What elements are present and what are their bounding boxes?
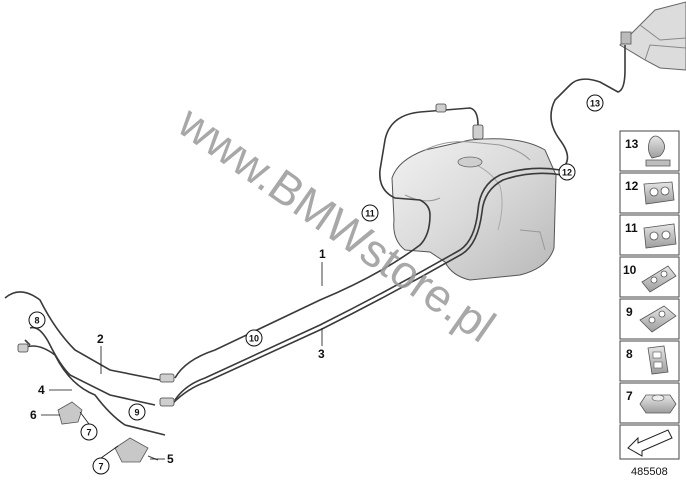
label-6: 6: [30, 408, 37, 422]
svg-text:12: 12: [562, 168, 572, 178]
label-2: 2: [97, 332, 104, 346]
callout-13: 13: [586, 94, 604, 112]
callout-11: 11: [361, 204, 379, 222]
svg-text:10: 10: [249, 334, 259, 344]
svg-text:9: 9: [134, 408, 139, 418]
label-4: 4: [38, 383, 45, 397]
diagram-number: 485508: [631, 466, 668, 478]
bracket-6: [57, 401, 83, 425]
svg-text:12: 12: [625, 179, 639, 193]
svg-text:10: 10: [623, 263, 637, 277]
callout-7-lower: 7: [92, 457, 110, 475]
svg-text:13: 13: [625, 137, 639, 151]
panel-item-13: 13: [619, 130, 680, 172]
callout-10: 10: [245, 329, 263, 347]
parts-panel: 13 12 11 10: [619, 130, 680, 478]
svg-text:8: 8: [34, 316, 39, 326]
panel-item-10: 10: [619, 256, 680, 298]
svg-text:9: 9: [626, 305, 633, 319]
direction-arrow-box: [619, 424, 680, 460]
svg-text:7: 7: [98, 462, 103, 472]
panel-item-8: 8: [619, 340, 680, 382]
label-5: 5: [167, 452, 174, 466]
svg-text:13: 13: [590, 99, 600, 109]
panel-item-7: 7: [619, 382, 680, 424]
svg-text:7: 7: [626, 389, 633, 403]
callout-12: 12: [558, 163, 576, 181]
callout-7-upper: 7: [80, 423, 98, 441]
label-1: 1: [319, 247, 326, 261]
svg-text:11: 11: [625, 221, 638, 235]
panel-item-9: 9: [619, 298, 680, 340]
svg-text:7: 7: [86, 428, 91, 438]
line-connectors: [17, 103, 484, 407]
svg-text:11: 11: [365, 209, 375, 219]
leader-lines: [41, 262, 323, 460]
body-section: [619, 1, 686, 71]
bracket-5: [114, 437, 159, 463]
panel-item-11: 11: [619, 214, 680, 256]
callout-8: 8: [28, 311, 46, 329]
fuel-lines: [4, 45, 626, 436]
svg-text:8: 8: [626, 347, 633, 361]
panel-item-12: 12: [619, 172, 680, 214]
callout-9: 9: [128, 403, 146, 421]
label-3: 3: [318, 347, 325, 361]
fuel-tank: [391, 138, 557, 281]
